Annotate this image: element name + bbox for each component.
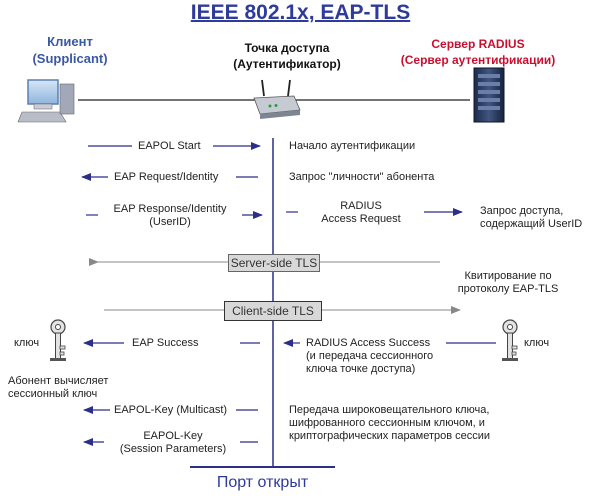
step-radius-request-line-2: Access Request [321,213,401,225]
step-radius-success-line-3: ключа точке доступа) [306,363,416,375]
server-header: Сервер RADIUS (Сервер аутентификации) [388,36,568,68]
step-radius-access-success: RADIUS Access Success (и передача сессио… [306,337,433,376]
note-key-transfer: Передача широковещательного ключа, шифро… [289,404,490,443]
note-access-request-line-1: Запрос доступа, [480,205,564,217]
server-name: Сервер RADIUS [431,37,525,51]
note-access-request-line-2: содержащий UserID [480,218,583,230]
note-tls-handshake: Квитирование по протоколу EAP-TLS [438,270,578,296]
step-eap-request-identity: EAP Request/Identity [114,171,219,183]
step-eapol-key-session: EAPOL-Key (Session Parameters) [108,430,238,456]
note-key-transfer-line-1: Передача широковещательного ключа, [289,404,490,416]
step-eapol-start: EAPOL Start [138,140,201,152]
server-side-tls-band: Server-side TLS [228,254,320,272]
wireless-router-icon [253,79,301,119]
step-radius-request-line-1: RADIUS [340,200,382,212]
note-access-request: Запрос доступа, содержащий UserID [480,205,582,231]
step-radius-success-line-2: (и передача сессионного [306,350,434,362]
access-point-name: Точка доступа [244,41,330,55]
step-eap-response-line-1: EAP Response/Identity [113,203,227,215]
note-identity-request: Запрос "личности" абонента [289,171,435,183]
key-label-client: ключ [14,337,40,349]
note-tls-handshake-line-1: Квитирование по [464,270,552,282]
port-open-label: Порт открыт [216,474,309,491]
client-role: (Supplicant) [32,51,108,66]
access-point-role: (Аутентификатор) [233,57,341,71]
diagram-title: IEEE 802.1x, EAP-TLS [190,1,411,24]
note-client-computes-key-line-2: сессионный ключ [8,388,98,400]
client-name: Клиент [47,34,93,49]
step-radius-access-request: RADIUS Access Request [300,200,422,226]
note-tls-handshake-line-2: протоколу EAP-TLS [457,283,559,295]
server-rack-icon [473,67,505,123]
step-eapol-key-multicast: EAPOL-Key (Multicast) [114,404,228,416]
access-point-header: Точка доступа (Аутентификатор) [222,40,352,72]
step-eapol-key-session-line-1: EAPOL-Key [143,430,203,442]
key-icon [501,319,519,362]
step-eap-response-line-2: (UserID) [149,216,191,228]
client-header: Клиент (Supplicant) [20,33,120,67]
note-client-computes-key-line-1: Абонент вычисляет [8,375,109,387]
computer-icon [17,79,75,123]
key-label-server: ключ [524,337,550,349]
client-side-tls-band: Client-side TLS [224,301,322,321]
server-role: (Сервер аутентификации) [400,53,556,67]
key-icon [49,319,67,362]
step-eapol-key-session-line-2: (Session Parameters) [119,443,227,455]
step-eap-success: EAP Success [132,337,199,349]
note-client-computes-key: Абонент вычисляет сессионный ключ [8,375,108,401]
step-eap-response-identity: EAP Response/Identity (UserID) [98,203,242,229]
note-key-transfer-line-2: шифрованного сессионным ключом, и [289,417,485,429]
note-key-transfer-line-3: криптографических параметров сессии [289,430,491,442]
note-auth-start: Начало аутентификации [289,140,416,152]
step-radius-success-line-1: RADIUS Access Success [306,337,431,349]
port-open-bar [190,466,335,468]
